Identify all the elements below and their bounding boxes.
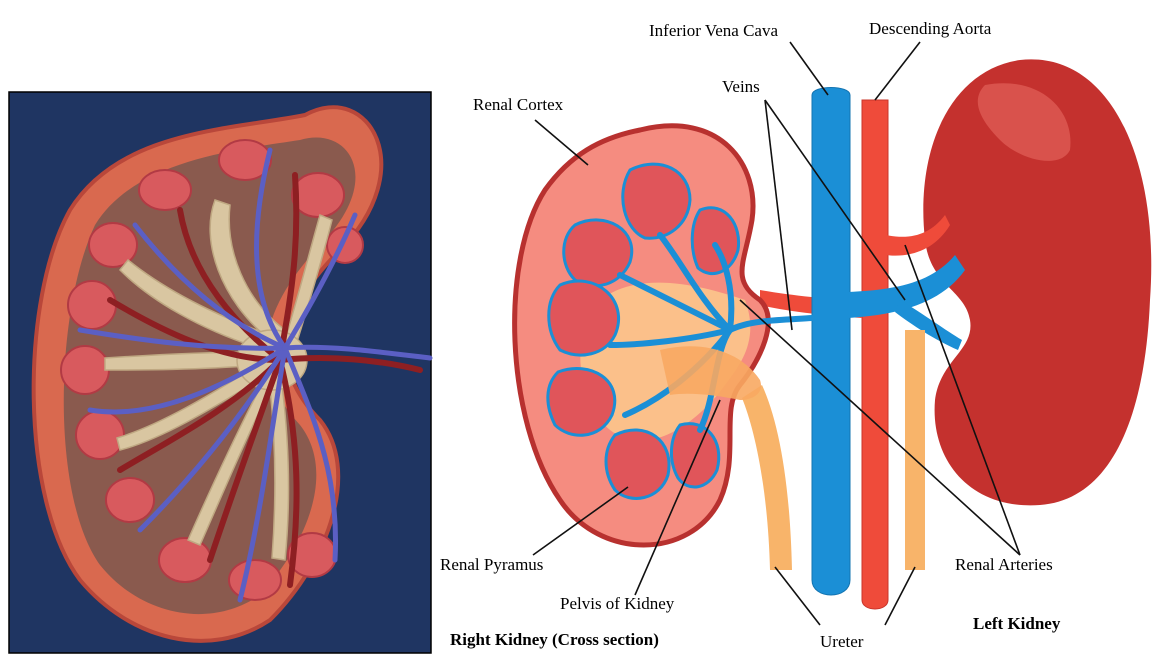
leader-renal-cortex <box>535 120 588 165</box>
leader-ivc <box>790 42 828 95</box>
label-descending-aorta: Descending Aorta <box>869 19 992 38</box>
left-ureter <box>905 330 925 570</box>
right-ureter <box>742 385 792 570</box>
left-kidney-render-panel <box>9 92 431 653</box>
label-veins: Veins <box>722 77 760 96</box>
inferior-vena-cava <box>812 88 850 596</box>
leader-ureter-left <box>885 567 915 625</box>
label-pelvis-of-kidney: Pelvis of Kidney <box>560 594 675 613</box>
leader-aorta <box>875 42 920 100</box>
descending-aorta <box>862 100 888 609</box>
label-ureter: Ureter <box>820 632 864 651</box>
caption-left-kidney: Left Kidney <box>973 614 1061 633</box>
label-renal-pyramus: Renal Pyramus <box>440 555 543 574</box>
label-renal-cortex: Renal Cortex <box>473 95 564 114</box>
label-inferior-vena-cava: Inferior Vena Cava <box>649 21 778 40</box>
label-renal-arteries: Renal Arteries <box>955 555 1053 574</box>
kidney-illustration: Inferior Vena Cava Descending Aorta Vein… <box>440 19 1151 651</box>
caption-right-kidney: Right Kidney (Cross section) <box>450 630 659 649</box>
